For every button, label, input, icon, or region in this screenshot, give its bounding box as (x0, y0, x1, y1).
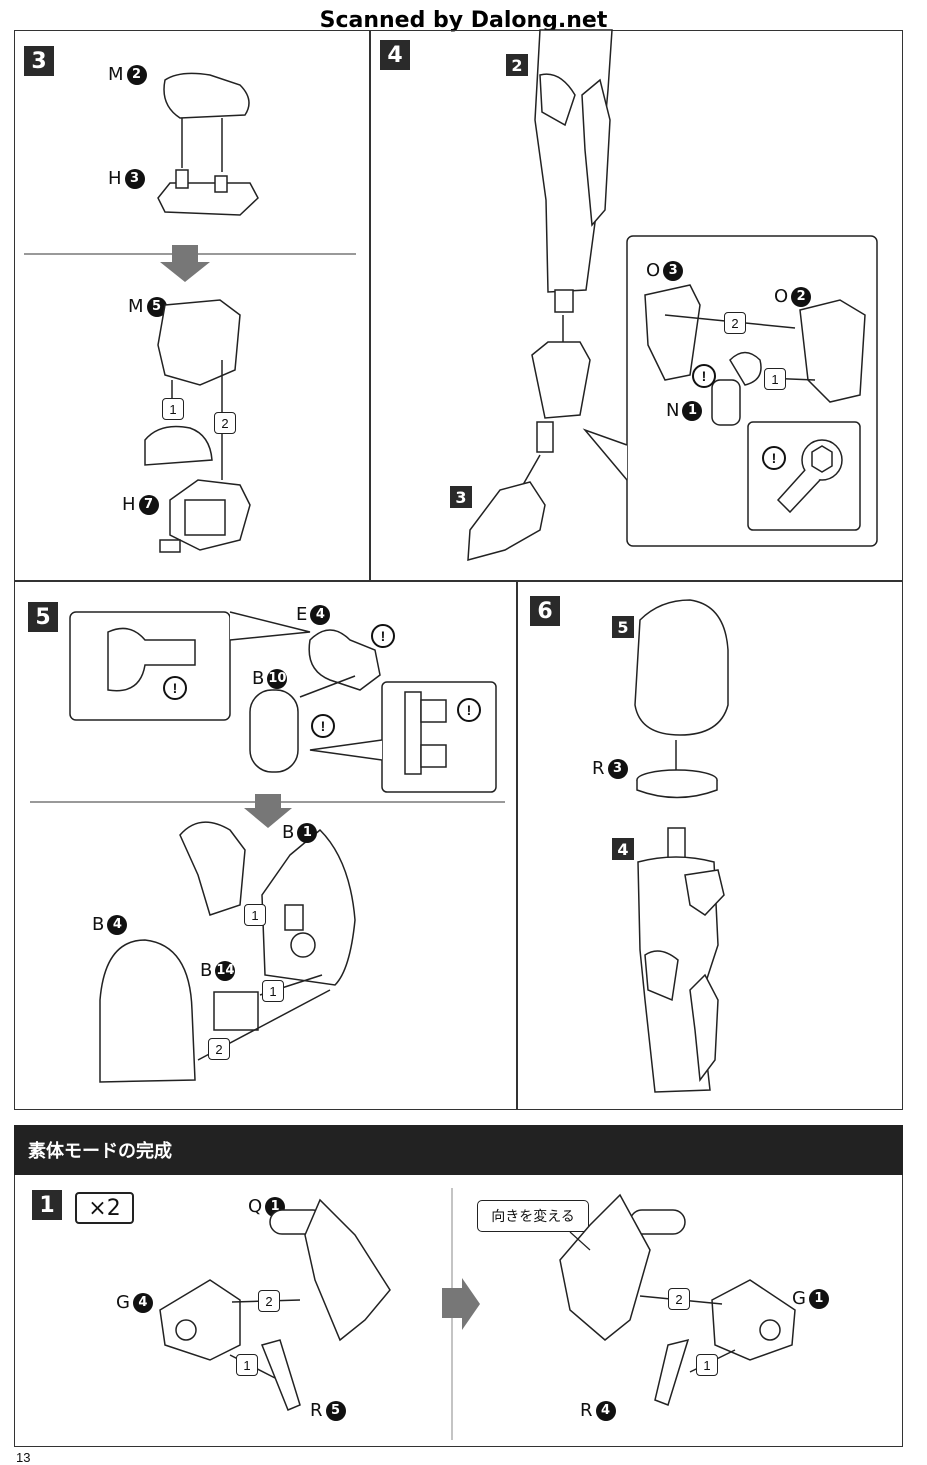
panel-step-3 (14, 30, 371, 582)
watermark: Scanned by Dalong.net (319, 8, 608, 33)
page-number: 13 (16, 1450, 31, 1465)
order-marker-2: 2 (724, 312, 746, 334)
warning-icon: ! (311, 714, 335, 738)
order-marker-1: 1 (262, 980, 284, 1002)
panel-step-4 (369, 30, 903, 582)
subassembly-number-3: 3 (450, 486, 472, 508)
subassembly-number-2: 2 (506, 54, 528, 76)
order-marker-1: 1 (696, 1354, 718, 1376)
order-marker-1: 1 (764, 368, 786, 390)
section-title: 素体モードの完成 (14, 1125, 903, 1175)
order-marker-1: 1 (162, 398, 184, 420)
step-number-6: 6 (530, 596, 560, 626)
subassembly-number-5: 5 (612, 616, 634, 638)
order-marker-2: 2 (668, 1288, 690, 1310)
step-number-3: 3 (24, 46, 54, 76)
warning-icon: ! (163, 676, 187, 700)
order-marker-1: 1 (236, 1354, 258, 1376)
order-marker-2: 2 (258, 1290, 280, 1312)
order-marker-2: 2 (214, 412, 236, 434)
rotate-callout: 向きを変える (477, 1200, 589, 1232)
order-marker-2: 2 (208, 1038, 230, 1060)
warning-icon: ! (692, 364, 716, 388)
step-number-5: 5 (28, 602, 58, 632)
warning-icon: ! (457, 698, 481, 722)
step-number-1: 1 (32, 1190, 62, 1220)
order-marker-1: 1 (244, 904, 266, 926)
warning-icon: ! (371, 624, 395, 648)
panel-step-6 (516, 580, 903, 1110)
warning-icon: ! (762, 446, 786, 470)
subassembly-number-4: 4 (612, 838, 634, 860)
step-number-4: 4 (380, 40, 410, 70)
panel-step-5 (14, 580, 518, 1110)
quantity-multiplier: ×2 (75, 1192, 134, 1224)
